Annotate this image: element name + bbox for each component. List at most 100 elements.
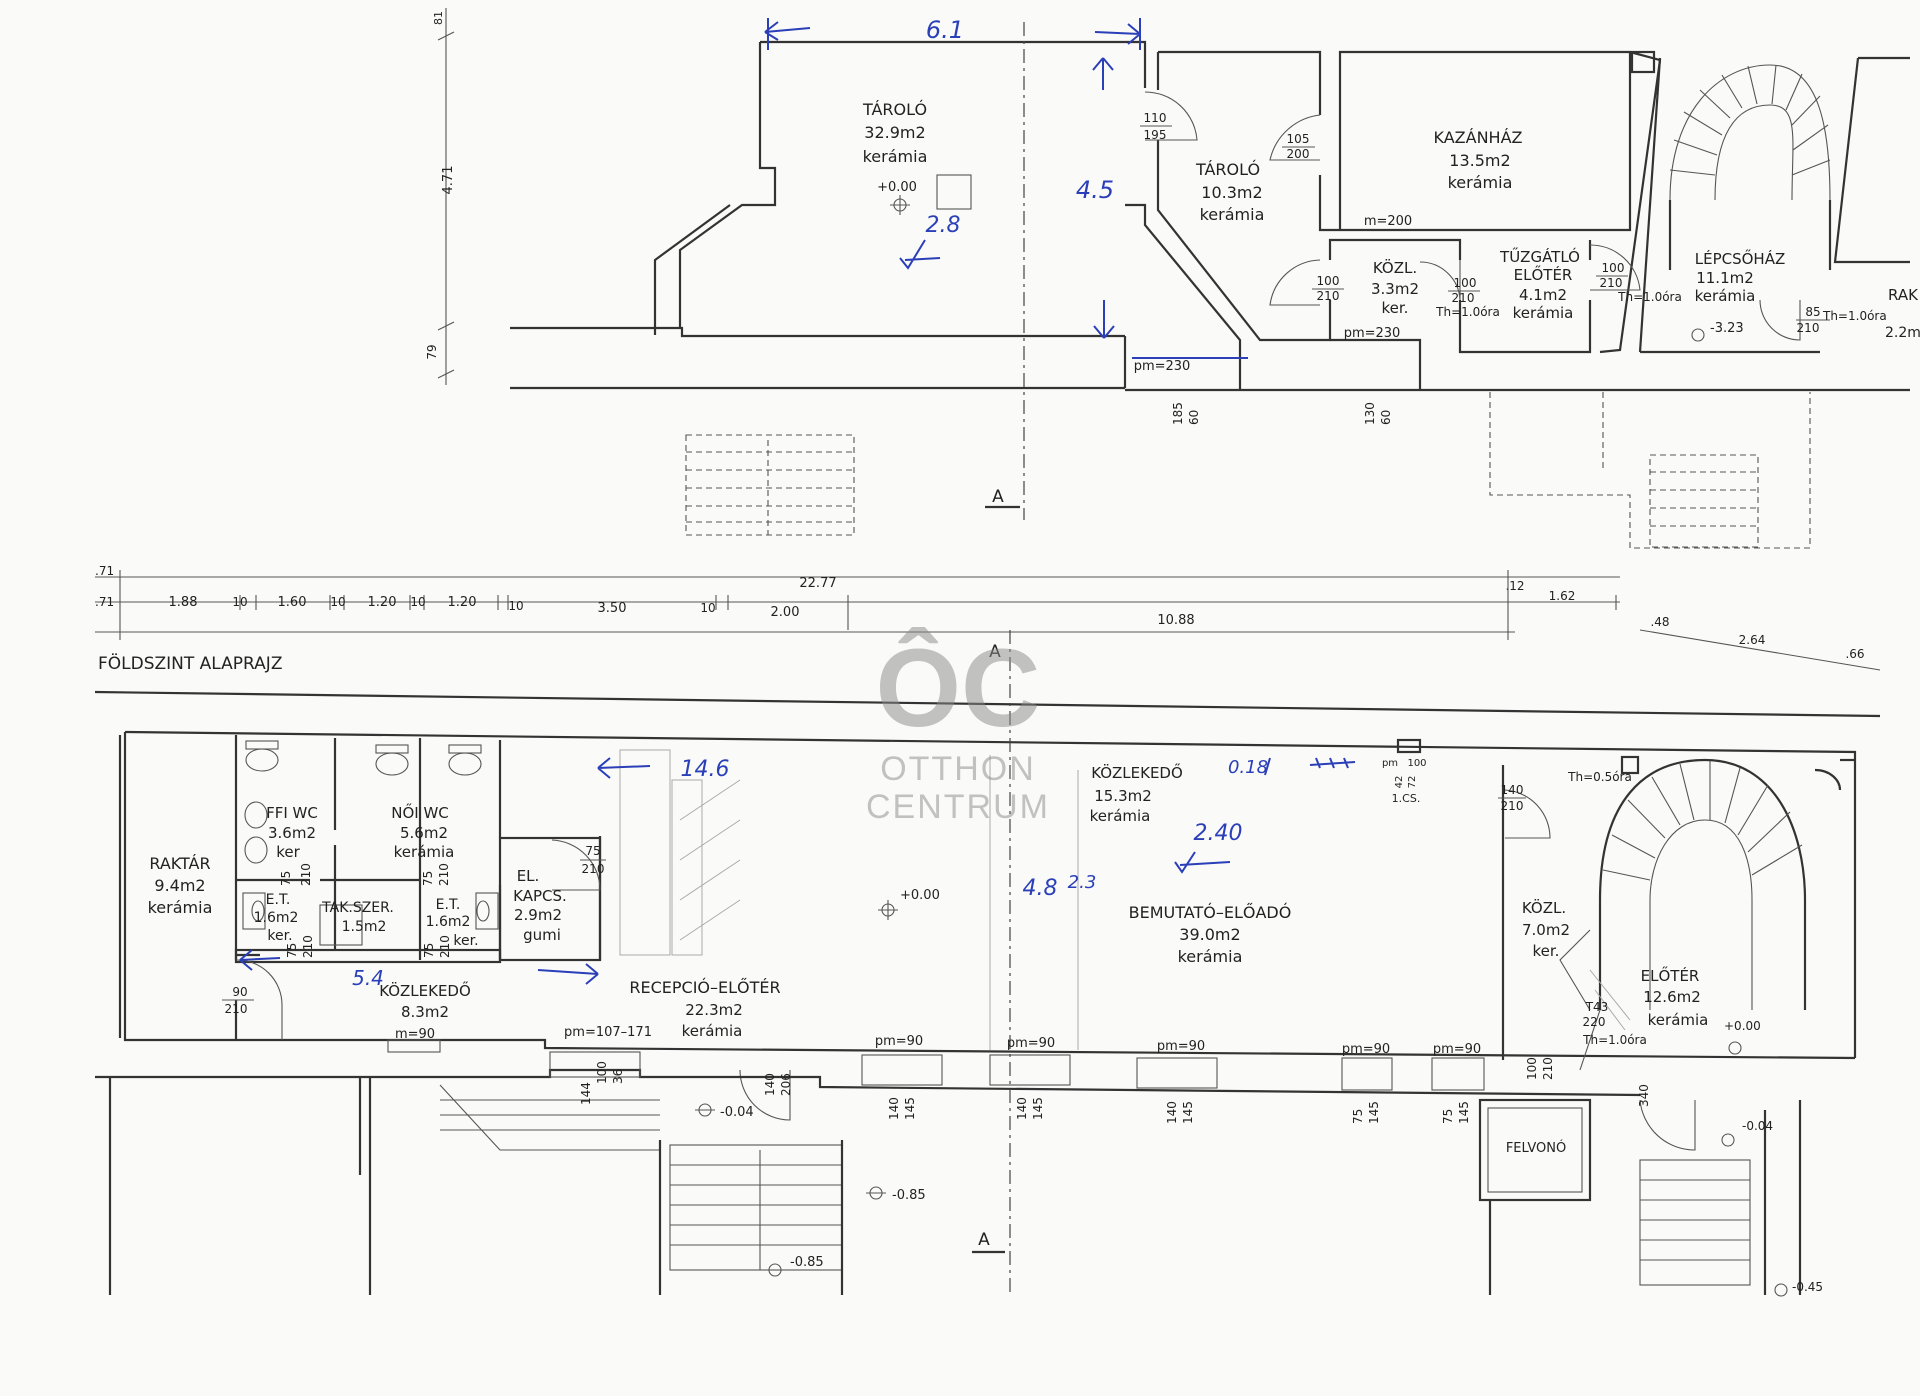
elevator-shaft: [1478, 1098, 1592, 1202]
svg-text:140: 140: [887, 1097, 901, 1120]
otthon-centrum-watermark: ÔC OTTHON CENTRUM: [866, 627, 1048, 826]
storage-large-walls: [678, 42, 777, 328]
room-showroom: BEMUTATÓ–ELŐADÓ 39.0m2 kerámia: [1129, 902, 1292, 966]
svg-text:200: 200: [1287, 147, 1310, 161]
svg-text:210: 210: [1452, 291, 1475, 305]
room-womens-wc: NŐI WC 5.6m2 kerámia: [391, 802, 454, 861]
svg-text:KÖZLEKEDŐ: KÖZLEKEDŐ: [379, 980, 471, 1000]
svg-text:10.88: 10.88: [1157, 613, 1194, 628]
svg-text:kerámia: kerámia: [1695, 287, 1756, 305]
chain1-start: .71: [95, 564, 114, 578]
svg-text:kerámia: kerámia: [148, 898, 213, 917]
svg-text:39.0m2: 39.0m2: [1179, 925, 1240, 944]
hw-height: 2.8: [926, 213, 961, 238]
outdoor-stair-dashed-right: [1489, 392, 1811, 549]
room-storeroom: RAKTÁR 9.4m2 kerámia: [148, 854, 213, 917]
spiral-stair-outer: [1669, 64, 1831, 201]
svg-text:RAK: RAK: [1888, 286, 1919, 304]
svg-text:TÁROLÓ: TÁROLÓ: [1195, 160, 1260, 179]
svg-text:210: 210: [1501, 799, 1524, 813]
svg-text:ker.: ker.: [453, 933, 478, 949]
room-boiler: KAZÁNHÁZ 13.5m2 kerámia: [1434, 128, 1523, 192]
basement-plan: 81 4.71 79: [425, 8, 1920, 549]
room-electrical: EL. KAPCS. 2.9m2 gumi: [513, 867, 567, 944]
label-m90: m=90: [395, 1027, 435, 1042]
svg-text:1.20: 1.20: [448, 595, 477, 610]
room-storage-large: TÁROLÓ 32.9m2 kerámia: [862, 100, 927, 166]
svg-text:pm=90: pm=90: [1157, 1039, 1205, 1054]
ground-door-t43: T43: [1585, 1000, 1609, 1014]
svg-text:2.2m: 2.2m: [1885, 325, 1920, 341]
svg-text:+0.00: +0.00: [1724, 1019, 1761, 1033]
svg-text:100: 100: [595, 1061, 609, 1084]
svg-text:145: 145: [1457, 1101, 1471, 1124]
svg-text:ELŐTÉR: ELŐTÉR: [1641, 965, 1700, 985]
svg-text:+0.00: +0.00: [900, 888, 940, 903]
svg-text:140: 140: [763, 1073, 777, 1096]
door-swing: [1144, 91, 1198, 141]
svg-text:LÉPCSŐHÁZ: LÉPCSŐHÁZ: [1695, 248, 1786, 268]
svg-text:-0.04: -0.04: [1742, 1119, 1773, 1133]
svg-text:2.00: 2.00: [771, 605, 800, 620]
svg-text:8.3m2: 8.3m2: [401, 1003, 449, 1021]
svg-text:12.6m2: 12.6m2: [1643, 988, 1701, 1006]
svg-text:E.T.: E.T.: [436, 897, 461, 913]
ground-fire-rating-2: Th=1.0óra: [1582, 1033, 1647, 1047]
ground-door-labels: 75 210 90 210 140 210 140 206 100 210 75…: [222, 783, 1605, 1096]
svg-text:195: 195: [1144, 128, 1167, 142]
svg-text:100: 100: [1525, 1057, 1539, 1080]
svg-text:KÖZL.: KÖZL.: [1522, 898, 1566, 917]
room-fire-lobby: TŰZGÁTLÓ ELŐTÉR 4.1m2 kerámia: [1499, 246, 1580, 322]
chain1-total: 22.77: [799, 576, 836, 591]
svg-text:.66: .66: [1845, 647, 1864, 661]
hw-width2-ground: 2.3: [1068, 872, 1097, 893]
svg-text:145: 145: [1181, 1101, 1195, 1124]
svg-text:-0.04: -0.04: [720, 1105, 754, 1120]
svg-text:210: 210: [438, 935, 452, 958]
ground-floor-title: FÖLDSZINT ALAPRAJZ: [98, 652, 282, 674]
sill-185: 185: [1171, 402, 1185, 425]
svg-text:kerámia: kerámia: [1090, 807, 1151, 825]
svg-text:kerámia: kerámia: [863, 147, 928, 166]
room-reception: RECEPCIÓ–ELŐTÉR 22.3m2 kerámia: [629, 977, 780, 1040]
svg-text:140: 140: [1501, 783, 1524, 797]
pencil-sketch: [619, 749, 1631, 1050]
svg-text:3.50: 3.50: [598, 601, 627, 616]
pillar: [936, 174, 972, 210]
svg-text:BEMUTATÓ–ELŐADÓ: BEMUTATÓ–ELŐADÓ: [1129, 902, 1292, 922]
svg-text:-0.45: -0.45: [1792, 1280, 1823, 1294]
svg-text:ELŐTÉR: ELŐTÉR: [1514, 264, 1573, 284]
room-accessible-wc-2: E.T. 1.6m2 ker.: [426, 897, 479, 949]
ground-fire-rating-1: Th=0.5óra: [1567, 770, 1632, 784]
svg-text:210: 210: [301, 935, 315, 958]
svg-text:RAKTÁR: RAKTÁR: [149, 854, 210, 873]
svg-text:KÖZL.: KÖZL.: [1373, 258, 1417, 277]
svg-text:210: 210: [1317, 289, 1340, 303]
ground-section-label-top: A: [989, 642, 1001, 662]
svg-text:85: 85: [1805, 305, 1820, 319]
svg-text:kerámia: kerámia: [394, 843, 455, 861]
room-storage-small: TÁROLÓ 10.3m2 kerámia: [1195, 160, 1264, 224]
level-stair: -3.23: [1710, 321, 1744, 336]
svg-text:pm=90: pm=90: [1007, 1036, 1055, 1051]
svg-text:60: 60: [1379, 410, 1393, 425]
svg-text:145: 145: [1031, 1097, 1045, 1120]
svg-text:210: 210: [299, 863, 313, 886]
hw-height-ground: 2.40: [1194, 821, 1243, 846]
section-label-a: A: [992, 487, 1004, 507]
svg-text:75: 75: [279, 871, 293, 886]
basement-front-wall: [510, 326, 1125, 338]
svg-text:36: 36: [611, 1069, 625, 1084]
svg-text:RECEPCIÓ–ELŐTÉR: RECEPCIÓ–ELŐTÉR: [629, 977, 780, 997]
room-cleaning: TAK.SZER. 1.5m2: [321, 900, 394, 935]
ground-sill-labels: 100 36 144 140 145 140 145 140 145 75 14…: [579, 1061, 1471, 1124]
svg-text:32.9m2: 32.9m2: [864, 123, 925, 142]
svg-text:1.60: 1.60: [278, 595, 307, 610]
sill-130: 130: [1363, 402, 1377, 425]
svg-text:-0.85: -0.85: [892, 1188, 926, 1203]
svg-text:pm=90: pm=90: [1433, 1042, 1481, 1057]
svg-text:15.3m2: 15.3m2: [1094, 787, 1152, 805]
level-main: +0.00: [877, 180, 917, 195]
